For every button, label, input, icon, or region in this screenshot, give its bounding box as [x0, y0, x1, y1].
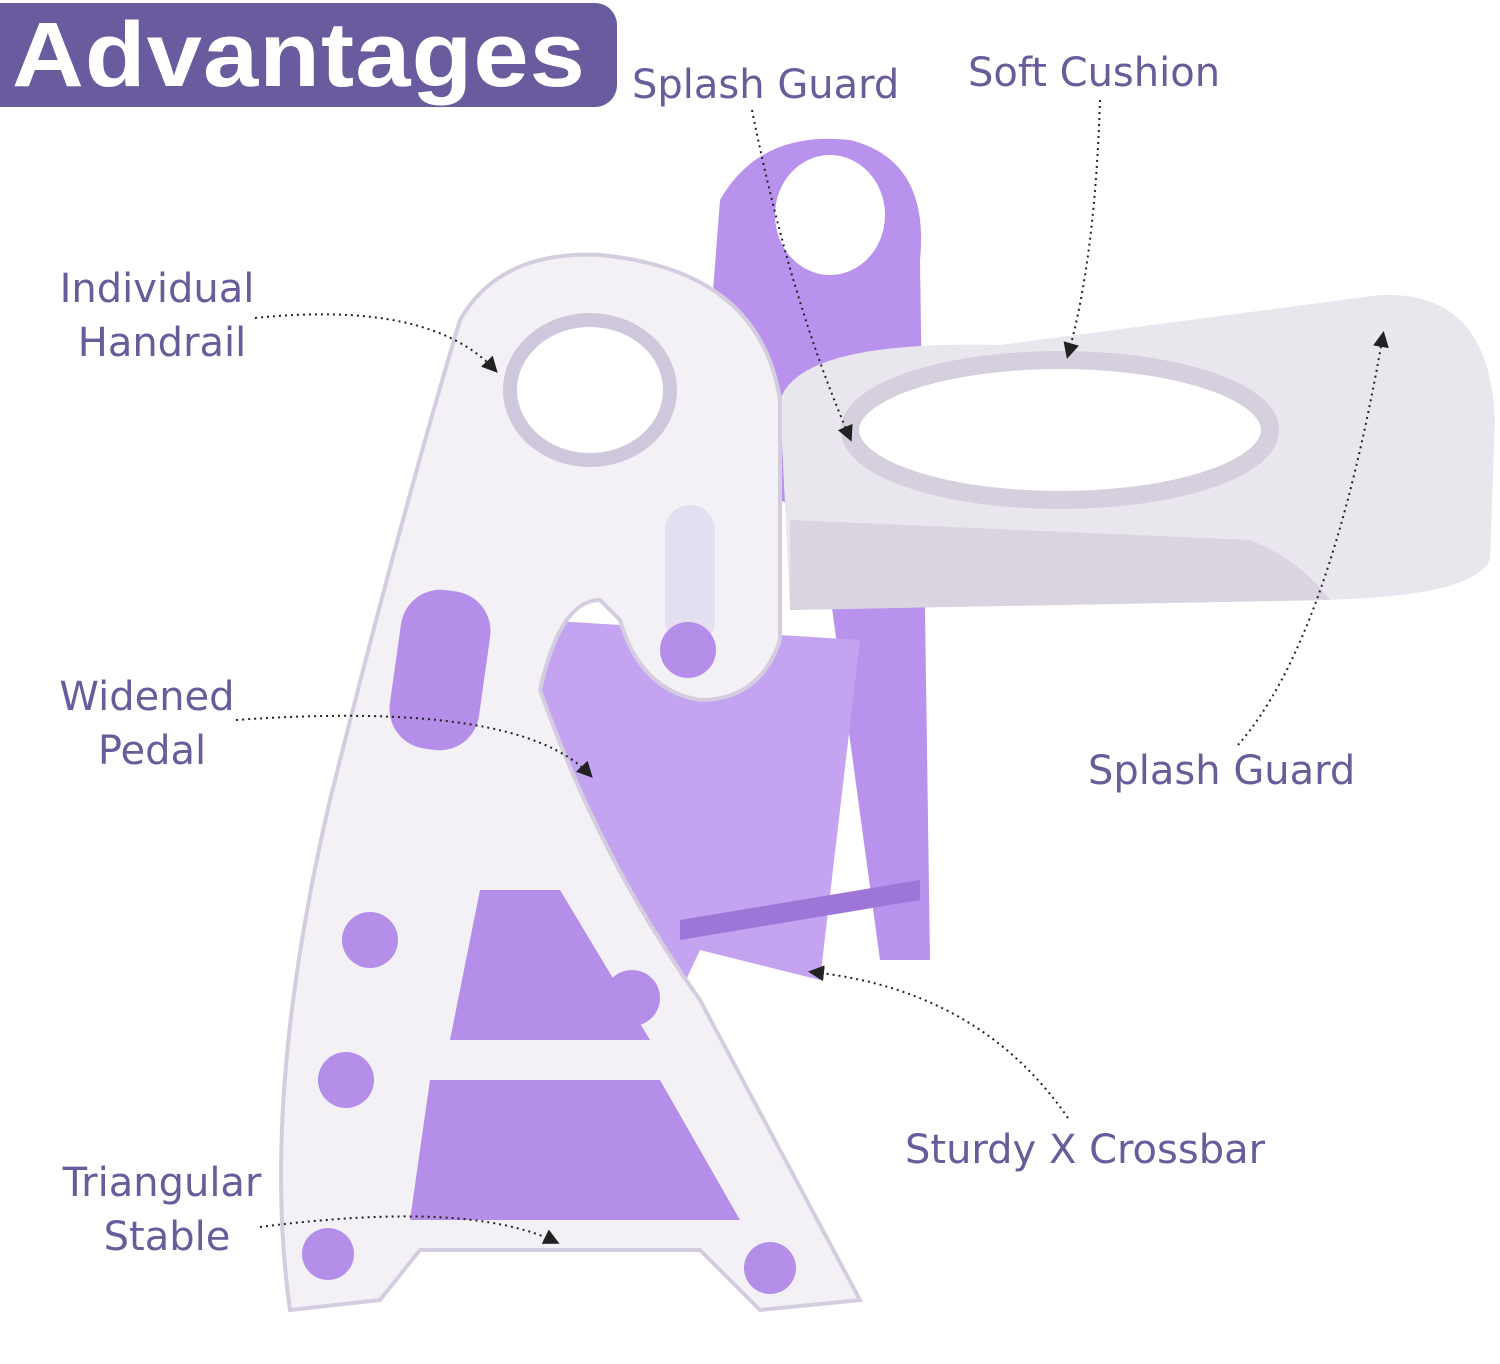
label-pedal-line1: Widened	[59, 674, 235, 720]
front-frame	[279, 252, 864, 1313]
label-pedal-line2: Pedal	[97, 728, 207, 774]
callout-crossbar	[808, 965, 1069, 1119]
label-triangular-line1: Triangular	[62, 1160, 262, 1206]
callout-pedal	[235, 714, 593, 778]
callout-cushion	[1063, 99, 1101, 359]
label-handrail-line2: Handrail	[77, 320, 247, 366]
label-triangular-line2: Stable	[103, 1214, 231, 1260]
label-splash-guard-right: Splash Guard	[1088, 748, 1356, 794]
label-crossbar: Sturdy X Crossbar	[905, 1127, 1266, 1173]
callout-handrail	[254, 313, 498, 373]
label-handrail-line1: Individual	[59, 266, 255, 312]
title-banner: Advantages	[0, 3, 617, 107]
title: Advantages	[12, 4, 587, 106]
label-soft-cushion: Soft Cushion	[968, 50, 1221, 96]
label-splash-guard-top: Splash Guard	[632, 62, 900, 108]
